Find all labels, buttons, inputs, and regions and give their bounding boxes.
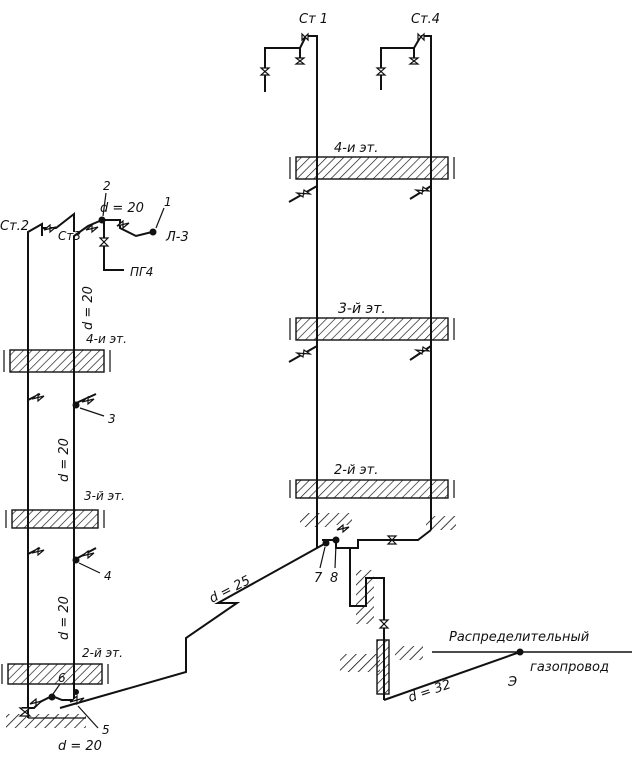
slab-4th-floor-right <box>295 156 449 180</box>
label-point-1: 1 <box>164 195 172 209</box>
riser-st1 <box>306 35 318 548</box>
riser-st4 <box>421 35 432 530</box>
label-point-6: 6 <box>58 671 66 685</box>
label-point-9: Э <box>507 675 517 690</box>
label-d20-bottom: d = 20 <box>58 739 102 754</box>
left-building <box>1 211 157 728</box>
label-d25: d = 25 <box>207 573 253 606</box>
slab-4th-floor-left <box>9 349 105 373</box>
slab-3rd-floor-left <box>11 509 99 529</box>
label-floor2-right: 2-й эт. <box>334 463 378 478</box>
right-building <box>259 32 456 549</box>
label-point-8: 8 <box>330 571 338 586</box>
pipe-d25 <box>59 542 327 709</box>
slab-3rd-floor-right <box>295 317 449 341</box>
slab-2nd-floor-left <box>7 663 103 685</box>
label-point-7: 7 <box>314 571 323 586</box>
label-riser-st3: Ст3 <box>58 229 81 243</box>
slab-2nd-floor-right <box>295 479 449 499</box>
label-floor4-right: 4-и эт. <box>334 141 378 156</box>
label-point-5: 5 <box>102 723 110 737</box>
label-floor2-left: 2-й эт. <box>82 646 123 660</box>
valve-icon <box>259 32 425 76</box>
label-point-4: 4 <box>104 569 112 583</box>
riser-st3 <box>73 219 103 700</box>
label-main-line2: газопровод <box>530 660 609 675</box>
label-floor4-left: 4-и эт. <box>86 332 127 346</box>
label-d20-b: d = 20 <box>57 438 72 482</box>
label-riser-st1: Ст 1 <box>299 12 328 27</box>
label-d20-a: d = 20 <box>81 286 96 330</box>
label-appliance-pg4: ПГ4 <box>130 265 153 279</box>
label-riser-st4: Ст.4 <box>411 12 440 27</box>
label-point-2: 2 <box>103 179 111 193</box>
riser-st2 <box>27 222 43 718</box>
gas-main-inlet <box>340 548 632 701</box>
label-d32: d = 32 <box>406 677 452 705</box>
label-main-line1: Распределительный <box>449 630 589 645</box>
label-appliance-l3: Л-3 <box>165 230 189 245</box>
label-riser-st2: Ст.2 <box>0 219 29 234</box>
label-floor3-left: 3-й эт. <box>84 489 125 503</box>
label-floor3-right: 3-й эт. <box>338 301 386 317</box>
label-d20-c: d = 20 <box>57 596 72 640</box>
label-d20-top: d = 20 <box>100 201 144 216</box>
label-point-3: 3 <box>108 412 116 426</box>
